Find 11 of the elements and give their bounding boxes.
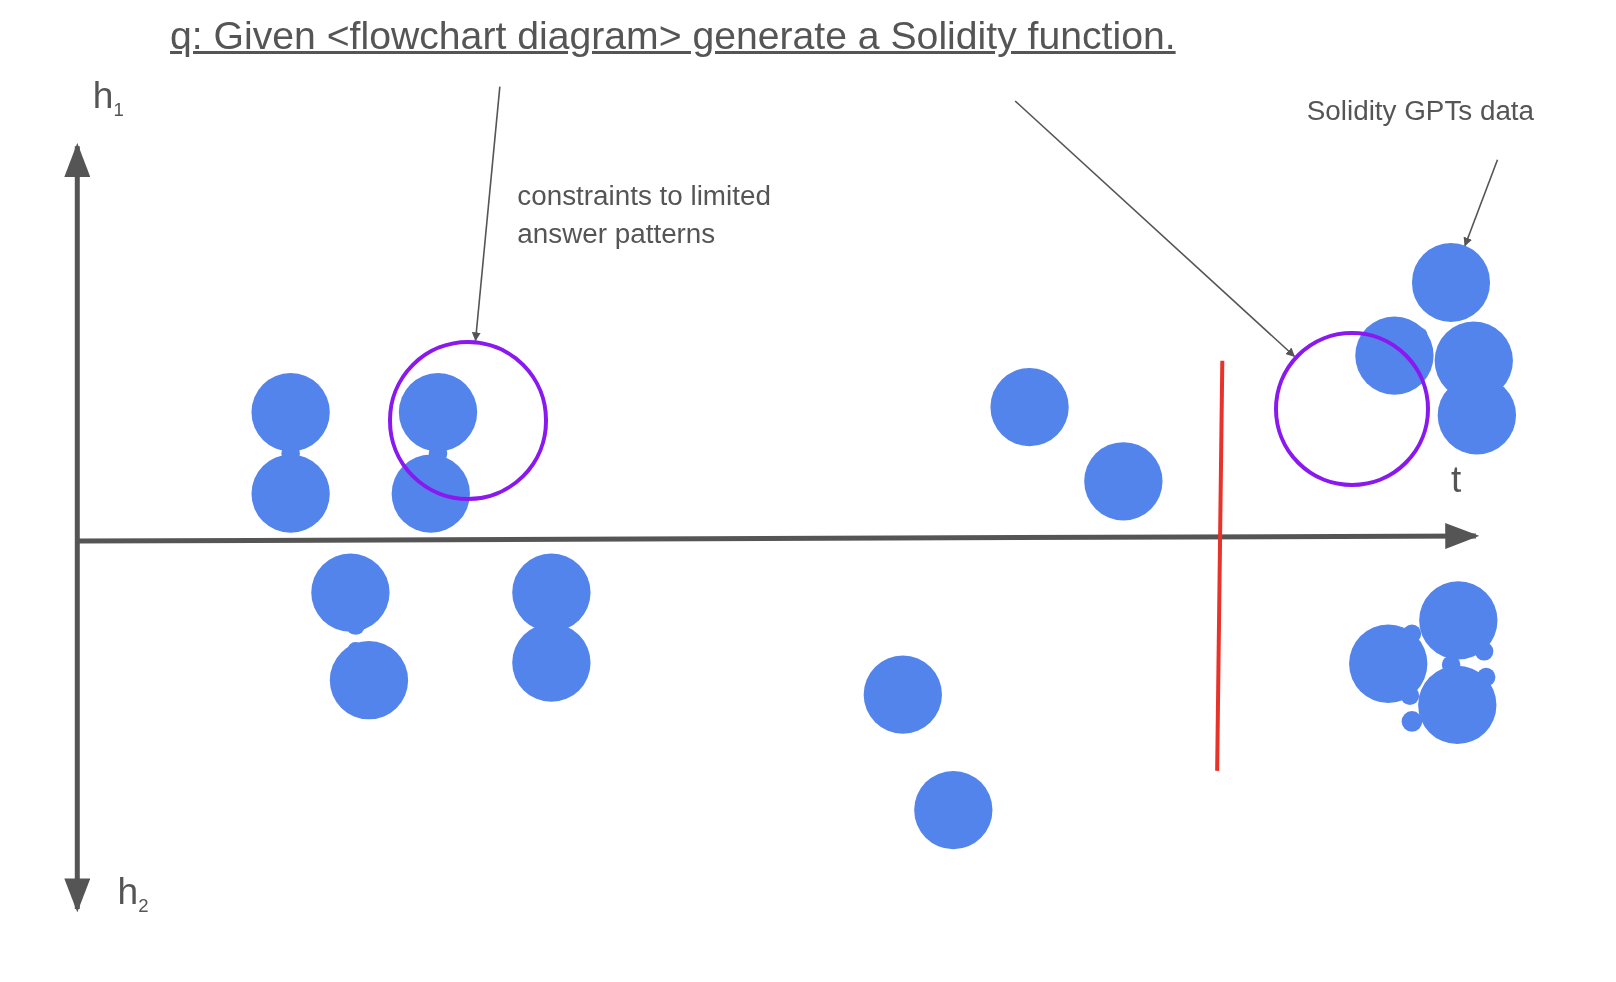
axis-label: h$_{1}$ xyxy=(92,74,124,122)
arrow xyxy=(1014,100,1296,358)
annotation-text: constraints to limited answer patterns xyxy=(517,179,772,251)
highlight-circle xyxy=(387,340,549,501)
highlight-circle xyxy=(1273,330,1431,488)
arrow xyxy=(471,85,501,342)
question-text: q: Given <flowchart diagram> generate a Solidity function. xyxy=(170,14,1314,59)
arrow xyxy=(1463,158,1499,247)
axis-label: h$_{2}$ xyxy=(117,869,149,918)
annotation-text: Solidity GPTs data xyxy=(1306,94,1577,127)
axis-label: t xyxy=(1451,457,1462,501)
